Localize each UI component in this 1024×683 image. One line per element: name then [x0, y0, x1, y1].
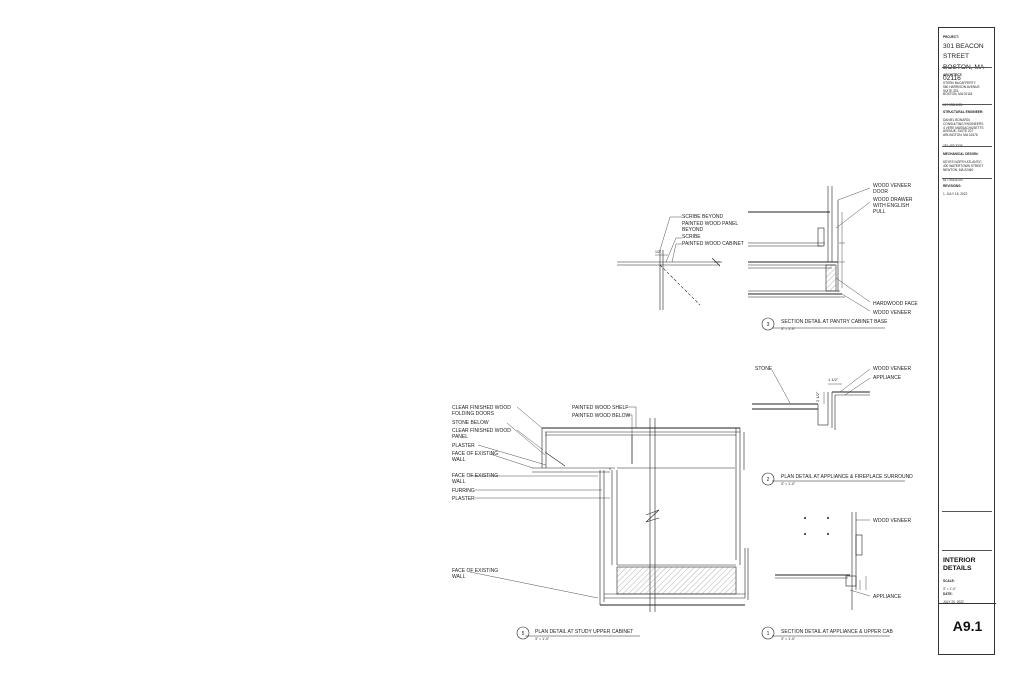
detail-2-scale: 3" = 1'-0" [781, 482, 796, 486]
divider [942, 550, 992, 551]
sheet-number-box [939, 603, 996, 656]
label-face-wall-a1: FACE OF EXISTING [452, 451, 498, 457]
detail-1-drawing [775, 512, 871, 610]
mechanical-section: MECHANICAL DESIGN: KEYES NORTH ATLANTIC … [943, 149, 993, 187]
divider [942, 104, 992, 105]
label-face-wall-b2: WALL [452, 479, 466, 485]
label-face-wall-a2: WALL [452, 457, 466, 463]
project-label: PROJECT: [943, 34, 959, 39]
detail-2-title: PLAN DETAIL AT APPLIANCE & FIREPLACE SUR… [781, 474, 913, 480]
mechanical-text: KEYES NORTH ATLANTIC 400 WATERTOWN STREE… [943, 159, 984, 172]
detail-2-number: 2 [767, 477, 770, 483]
sheet-number: A9.1 [952, 618, 983, 634]
label-appliance-1: APPLIANCE [873, 594, 902, 600]
divider [942, 178, 992, 179]
revision-1: 1. JULY 15, 2022 [943, 191, 968, 196]
label-stone: STONE [755, 366, 773, 372]
structural-label: STRUCTURAL ENGINEER: [943, 109, 984, 114]
project-line-2: STREET [943, 53, 970, 61]
project-line-1: 301 BEACON [943, 42, 984, 50]
label-painted-panel-1: PAINTED WOOD PANEL [682, 221, 738, 227]
detail-1-number: 1 [767, 631, 770, 637]
label-appliance-2: APPLIANCE [873, 375, 902, 381]
label-painted-panel-2: BEYOND [682, 227, 704, 233]
architect-label: ARCHITECT: [943, 72, 963, 77]
scale-section: SCALE: 3" = 1'-0" [943, 576, 993, 596]
mechanical-label: MECHANICAL DESIGN: [943, 151, 979, 156]
detail-2-drawing [752, 368, 871, 430]
architect-text: STERN McCAFFERTY 560 HARRISON AVENUE SUI… [943, 80, 980, 97]
label-wood-veneer-1: WOOD VENEER [873, 518, 911, 524]
detail-3-drawing [617, 186, 871, 312]
label-dim-2: 2 1/2" [815, 391, 820, 402]
label-plaster-1: PLASTER [452, 443, 475, 449]
revisions-section: REVISIONS: 1. JULY 15, 2022 [943, 181, 993, 201]
sheet-name-line-2: DETAILS [943, 565, 972, 572]
label-wood-veneer-2: WOOD VENEER [873, 366, 911, 372]
detail-5-number: 5 [522, 631, 525, 637]
detail-5-title: PLAN DETAIL AT STUDY UPPER CABINET [535, 629, 633, 635]
scale-value: 3" = 1'-0" [943, 586, 956, 591]
date-section: DATE: JULY 20, 2022 [943, 589, 993, 609]
scale-label: SCALE: [943, 578, 955, 583]
detail-1-scale: 3" = 1'-0" [781, 637, 796, 641]
label-face-wall-b1: FACE OF EXISTING [452, 473, 498, 479]
architect-phone: 617.338.1125 [943, 103, 963, 108]
label-furring: FURRING [452, 488, 475, 494]
sheet-name-line-1: INTERIOR [943, 557, 976, 564]
structural-section: STRUCTURAL ENGINEER: DANIEL BONARDI CONS… [943, 107, 993, 153]
label-plaster-2: PLASTER [452, 496, 475, 502]
divider [942, 146, 992, 147]
detail-1-title: SECTION DETAIL AT APPLIANCE & UPPER CAB [781, 629, 893, 635]
detail-3-title: SECTION DETAIL AT PANTRY CABINET BASE [781, 319, 888, 325]
label-veneer-door-1: WOOD VENEER [873, 183, 911, 189]
detail-5-drawing [469, 406, 749, 612]
label-dim-half: 1/2" [655, 250, 662, 254]
label-scribe: SCRIBE [682, 234, 701, 240]
detail-3-scale: 3" = 1'-0" [781, 327, 796, 331]
label-drawer-1: WOOD DRAWER [873, 197, 913, 203]
label-painted-cabinet: PAINTED WOOD CABINET [682, 241, 744, 247]
detail-5-scale: 3" = 1'-0" [535, 637, 550, 641]
revisions-label: REVISIONS: [943, 183, 962, 188]
label-clear-panel-2: PANEL [452, 434, 468, 440]
sheet-name: INTERIOR DETAILS [943, 557, 975, 573]
label-drawer-3: PULL [873, 209, 886, 215]
label-shelf: PAINTED WOOD SHELF [572, 405, 628, 411]
detail-3-number: 3 [767, 322, 770, 328]
label-dim-1: 1 1/2" [828, 377, 839, 382]
label-wood-veneer-3: WOOD VENEER [873, 310, 911, 316]
label-drawer-2: WITH ENGLISH [873, 203, 910, 209]
label-clear-panel-1: CLEAR FINISHED WOOD [452, 428, 511, 434]
label-below: PAINTED WOOD BELOW [572, 413, 631, 419]
project-line-4: 02116 [943, 74, 961, 82]
divider [942, 67, 992, 68]
label-veneer-door-2: DOOR [873, 189, 888, 195]
architect-section: ARCHITECT: STERN McCAFFERTY 560 HARRISON… [943, 70, 993, 112]
mechanical-phone: 617.904.6100 [943, 178, 963, 183]
structural-text: DANIEL BONARDI CONSULTING ENGINEERS 4 VE… [943, 117, 984, 138]
label-clear-doors-1: CLEAR FINISHED WOOD [452, 405, 511, 411]
label-clear-doors-2: FOLDING DOORS [452, 411, 495, 417]
label-stone-below: STONE BELOW [452, 420, 489, 426]
label-scribe-beyond: SCRIBE BEYOND [682, 214, 724, 220]
label-face-wall-c1: FACE OF EXISTING [452, 568, 498, 574]
date-value: JULY 20, 2022 [943, 599, 964, 604]
date-label: DATE: [943, 591, 953, 596]
label-face-wall-c2: WALL [452, 574, 466, 580]
title-block: PROJECT: 301 BEACON STREET BOSTON, MA 02… [938, 27, 996, 656]
divider [942, 511, 992, 512]
label-hardwood-face: HARDWOOD FACE [873, 301, 918, 307]
